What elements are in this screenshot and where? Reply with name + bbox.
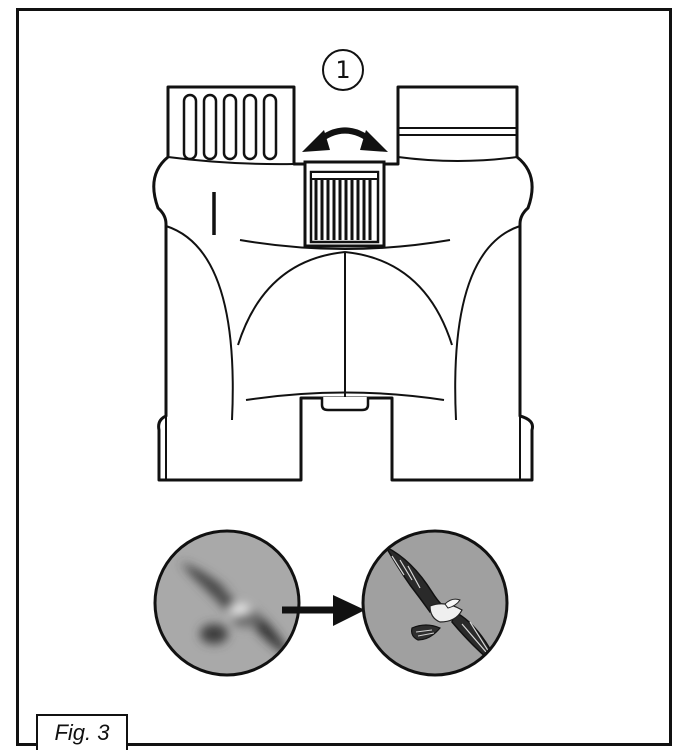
callout-number-1: 1 xyxy=(322,49,364,91)
figure-label-text: Fig. 3 xyxy=(54,720,110,745)
focus-wheel xyxy=(303,160,386,248)
hinge-tab xyxy=(320,397,370,412)
blurry-bird-view xyxy=(153,529,301,677)
right-arrow-icon xyxy=(282,595,365,626)
left-shoulder-line xyxy=(167,156,295,166)
focus-wheel-ridges xyxy=(314,175,372,240)
rotation-arrow-icon xyxy=(302,127,388,152)
callout-number-text: 1 xyxy=(335,56,351,84)
barrel-edges xyxy=(165,416,521,480)
body-contour-lines xyxy=(165,225,521,421)
right-eyepiece-bands xyxy=(397,127,518,162)
sharp-bird-view xyxy=(361,529,509,677)
binocular-body-outline xyxy=(152,85,534,482)
figure-label: Fig. 3 xyxy=(36,714,128,750)
